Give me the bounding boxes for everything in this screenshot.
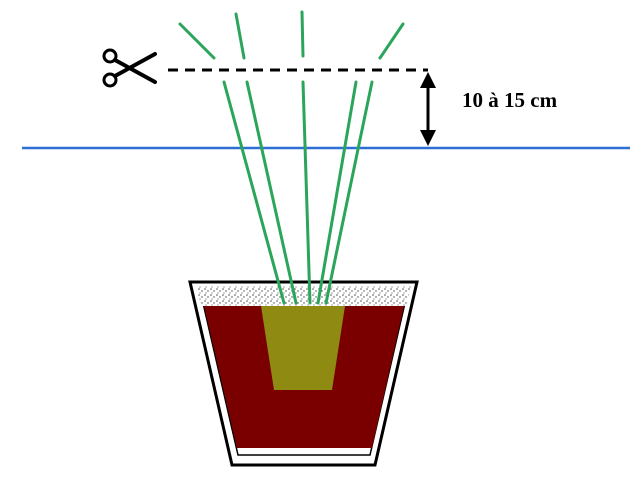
root-ball <box>261 306 345 390</box>
stem-cut-tip <box>178 22 216 60</box>
stem-cut-tip <box>378 22 405 60</box>
stem <box>324 80 374 305</box>
stem-cut-tip <box>234 12 246 60</box>
scissors-icon <box>102 48 157 88</box>
cut-height-label: 10 à 15 cm <box>462 88 558 112</box>
stem <box>316 80 358 305</box>
double-arrow-icon <box>420 72 436 146</box>
stem <box>245 80 298 305</box>
stem <box>222 80 286 305</box>
gravel-layer <box>196 286 411 306</box>
stem-cut-tip <box>300 10 305 58</box>
plant-stems <box>178 10 405 305</box>
stem <box>301 80 312 305</box>
